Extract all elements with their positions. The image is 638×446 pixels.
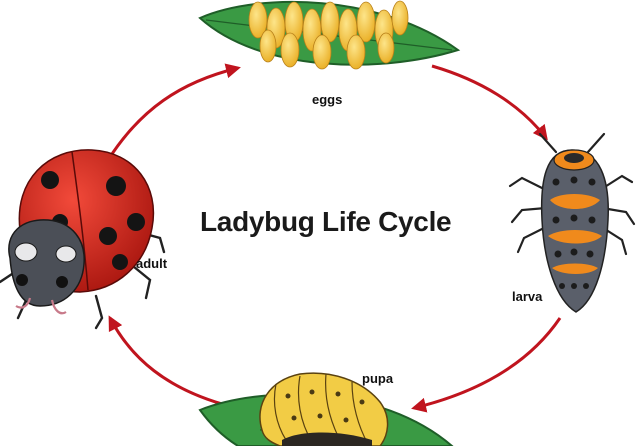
arrow-adult-to-eggs [106, 63, 241, 161]
arrow-pupa-to-adult [108, 315, 223, 406]
label-larva: larva [512, 289, 543, 304]
adult-ladybug-illustration [0, 149, 166, 330]
label-pupa: pupa [362, 371, 394, 386]
arrow-eggs-to-larva [431, 64, 548, 141]
ladybug-head [8, 219, 85, 307]
pupa-illustration [198, 372, 454, 446]
cycle-arrows [106, 63, 562, 413]
egg-cluster [248, 0, 409, 70]
larva-illustration [508, 132, 636, 313]
diagram-title: Ladybug Life Cycle [200, 206, 452, 237]
pupa-body [259, 372, 389, 446]
label-eggs: eggs [312, 92, 343, 107]
arrow-larva-to-pupa [411, 317, 562, 413]
eggs-illustration [198, 0, 461, 70]
label-adult: adult [136, 256, 168, 271]
